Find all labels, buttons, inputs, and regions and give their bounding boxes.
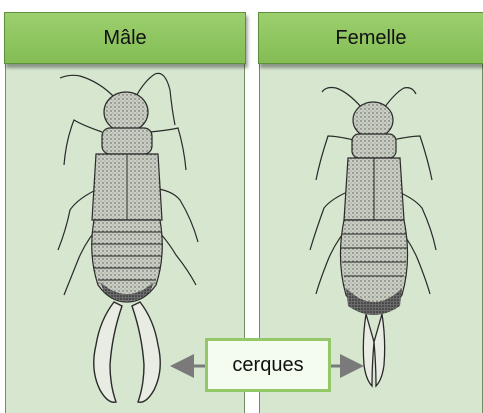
cerques-callout: cerques	[205, 338, 331, 392]
cerques-label: cerques	[232, 354, 303, 377]
